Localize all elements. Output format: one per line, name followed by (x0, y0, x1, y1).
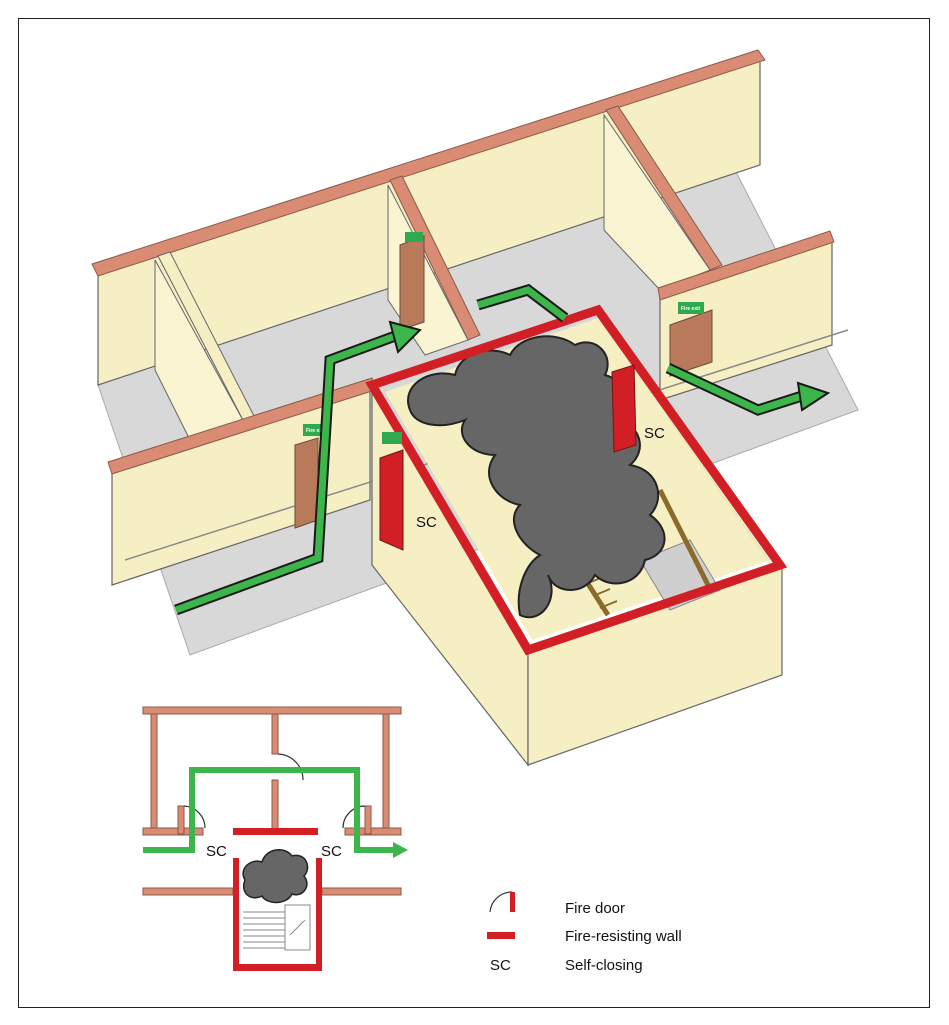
exit-sign-right-text: Fire exit (681, 306, 701, 312)
plan-smoke (242, 849, 309, 904)
fire-door-icon (489, 891, 515, 913)
legend-fire-door: Fire door (565, 900, 625, 917)
escape-route-right (476, 283, 831, 416)
sc-label-plan-left: SC (206, 843, 227, 860)
plan-view: SC SC (142, 706, 408, 971)
legend-fire-resisting-wall: Fire-resisting wall (565, 928, 682, 945)
plan-lower-wall-right (321, 887, 402, 896)
partition-wall-2 (389, 175, 481, 341)
plan-door-swing-top (277, 753, 304, 781)
stairwell-inner-wall (598, 318, 770, 565)
plan-stairwell (233, 828, 322, 971)
back-wall-top (91, 49, 766, 277)
fire-resisting-wall-icon (487, 932, 515, 939)
plan-corridor-wall-left (142, 827, 204, 836)
fire-door-stair-left (379, 449, 404, 551)
exit-sign-back (405, 232, 423, 242)
exit-sign-stair-left (382, 432, 402, 444)
sc-label-plan-right: SC (321, 843, 342, 860)
sc-label-iso-right: SC (644, 425, 665, 442)
plan-escape-route (143, 767, 408, 858)
fire-resisting-wall-outline (365, 304, 788, 656)
legend-sc-meaning: Self-closing (565, 957, 643, 974)
partition-wall-3 (605, 105, 723, 271)
plan-right-wall (382, 713, 390, 835)
isometric-view: Fire exit Fire exit (91, 49, 859, 767)
smoke-cloud (407, 335, 666, 619)
plan-lower-wall-left (142, 887, 234, 896)
legend-sc-abbrev: SC (490, 957, 511, 974)
plan-top-wall (142, 706, 402, 715)
corridor-door-right (669, 309, 713, 377)
back-room-door (399, 235, 425, 331)
plan-left-wall (150, 713, 158, 835)
corridor-door-left (294, 437, 319, 529)
exit-sign-right (678, 302, 704, 314)
escape-route-left (174, 320, 422, 616)
plan-partition-bottom (271, 779, 279, 835)
exit-sign-left-text: Fire exit (306, 428, 326, 434)
plan-corridor-wall-right (344, 827, 402, 836)
plan-partition-top (271, 713, 279, 755)
fire-door-stair-right (611, 364, 637, 453)
front-wall-right-top (657, 230, 835, 301)
sc-label-iso-left: SC (416, 514, 437, 531)
legend: Fire door Fire-resisting wall SC Self-cl… (487, 891, 682, 974)
